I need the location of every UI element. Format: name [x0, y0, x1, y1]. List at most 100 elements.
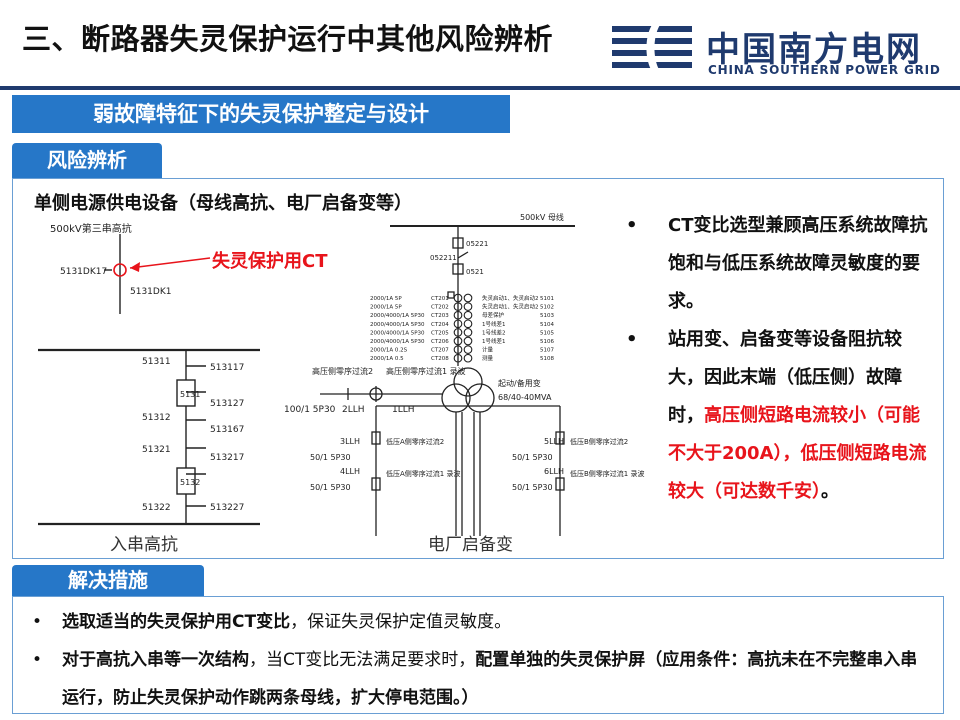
label-hv-zero-seq-1: 高压侧零序过流1 录波: [386, 366, 466, 376]
ct-row-use: 1号线差1: [482, 320, 506, 328]
bus-label: 500kV 母线: [520, 212, 564, 222]
label-51321: 51321: [142, 445, 171, 455]
ct-row-code: 5105: [540, 330, 554, 336]
label-5llh-ratio: 50/1 5P30: [512, 453, 553, 462]
label-lv-b-zero-seq-1: 低压B侧零序过流1 录波: [570, 469, 644, 478]
ct-core: [453, 302, 463, 311]
label-3llh-ratio: 50/1 5P30: [310, 453, 351, 462]
ct-core: [463, 336, 473, 346]
label-lv-a-zero-seq-2: 低压A侧零序过流2: [386, 437, 444, 446]
ct-row-use: 失灵启动1、失灵启动2: [482, 303, 539, 311]
ct-core: [463, 293, 473, 303]
label-5131DK17: 5131DK17: [60, 267, 107, 277]
ct-row-name: CT201: [431, 296, 449, 302]
ct-core: [453, 319, 463, 329]
ct-core: [453, 293, 463, 303]
ct-row-use: 1号线差2: [482, 328, 506, 336]
ct-core: [463, 302, 473, 311]
ct-row-use: 1号线差1: [482, 337, 506, 345]
ct-core: [463, 345, 473, 354]
label-052211: 052211: [430, 254, 457, 262]
bullet-dot: •: [626, 215, 638, 236]
section-banner: 弱故障特征下的失灵保护整定与设计: [12, 95, 510, 133]
solution-bold: 选取适当的失灵保护用CT变比: [62, 612, 291, 632]
label-1llh: 1LLH: [392, 405, 415, 415]
risk-bullet-text: CT变比选型兼顾高压系统故障抗饱和与低压系统故障灵敏度的要求。: [668, 215, 928, 312]
logo-chinese-name: 中国南方电网: [706, 30, 922, 70]
ct-row-use: 测量: [482, 354, 494, 362]
ct-callout-label: 失灵保护用CT: [212, 251, 328, 272]
bullet-dot: •: [32, 612, 43, 632]
label-100-1-5p30: 100/1 5P30: [284, 405, 336, 415]
ct-row-name: CT205: [431, 330, 449, 336]
label-5131DK1: 5131DK1: [130, 287, 171, 297]
tab-solution: 解决措施: [12, 565, 204, 596]
label-513227: 513227: [210, 503, 244, 513]
ct-core: [463, 353, 473, 363]
caption-startup-transformer: 电厂启备变: [428, 535, 513, 555]
ct-row-code: 5107: [540, 348, 554, 354]
ct-row-code: 5106: [540, 339, 554, 345]
ct-row-code: 5108: [540, 356, 554, 362]
ct-row-name: CT202: [431, 305, 449, 311]
solution-bold: 对于高抗入串等一次结构: [62, 650, 249, 670]
label-lv-b-zero-seq-2: 低压B侧零序过流2: [570, 437, 628, 446]
label-3llh: 3LLH: [340, 437, 360, 446]
company-logo: [612, 18, 692, 78]
ct-core: [453, 353, 463, 363]
tab-risk-analysis: 风险辨析: [12, 143, 162, 178]
label-05221: 05221: [466, 240, 488, 248]
label-51311: 51311: [142, 357, 171, 367]
ct-row-ratio: 2000/1A 0.5: [370, 356, 404, 362]
risk-panel: [12, 178, 944, 559]
ct-row-code: 5104: [540, 322, 554, 328]
bullet-dot: •: [32, 650, 43, 670]
bullet-dot: •: [626, 329, 638, 350]
ct-core: [453, 328, 463, 337]
label-hv-zero-seq-2: 高压侧零序过流2: [312, 366, 373, 376]
ct-core: [463, 319, 473, 329]
solution-text: 对于高抗入串等一次结构，当CT变比无法满足要求时，配置单独的失灵保护屏（应用条件…: [62, 641, 932, 717]
label-6llh: 6LLH: [544, 467, 564, 476]
label-513217: 513217: [210, 453, 244, 463]
risk-bullet-text: 站用变、启备变等设备阻抗较大，因此末端（低压侧）故障时，高压侧短路电流较小（可能…: [668, 321, 936, 511]
single-line-diagram: 500kV第三串高抗 5131DK17 5131DK1 51311 513117…: [38, 212, 644, 536]
ct-row-name: CT204: [431, 322, 449, 328]
label-513127: 513127: [210, 399, 244, 409]
page-title: 三、断路器失灵保护运行中其他风险辨析: [22, 22, 554, 56]
logo-english-name: CHINA SOUTHERN POWER GRID: [708, 63, 941, 77]
label-68-40-40mva: 68/40-40MVA: [498, 393, 552, 402]
solution-panel: [12, 596, 944, 714]
ct-stack: [453, 293, 473, 363]
label-4llh-ratio: 50/1 5P30: [310, 483, 351, 492]
ct-row-ratio: 2000/4000/1A 5P30: [370, 313, 425, 319]
ct-core: [463, 328, 473, 337]
label-513167: 513167: [210, 425, 244, 435]
left-title: 500kV第三串高抗: [50, 222, 132, 235]
solution-item-2: • 对于高抗入串等一次结构，当CT变比无法满足要求时，配置单独的失灵保护屏（应用…: [32, 641, 932, 717]
label-51312: 51312: [142, 413, 171, 423]
risk-bullet-normal: 站用变、启备变等设备阻抗较大，因此末端（低压侧）故障时，: [668, 329, 902, 426]
ct-row-code: 5101: [540, 296, 554, 302]
label-513117: 513117: [210, 363, 244, 373]
header-divider: [0, 86, 960, 90]
label-startup-transformer: 起动/备用变: [498, 378, 541, 388]
label-4llh: 4LLH: [340, 467, 360, 476]
ct-row-ratio: 2000/1A 0.2S: [370, 348, 408, 354]
risk-bullet-2: • 站用变、启备变等设备阻抗较大，因此末端（低压侧）故障时，高压侧短路电流较小（…: [614, 321, 936, 511]
label-5132: 5132: [180, 478, 200, 487]
solution-text: 选取适当的失灵保护用CT变比，保证失灵保护定值灵敏度。: [62, 603, 511, 641]
ct-row-ratio: 2000/1A 5P: [370, 305, 402, 311]
ct-row-use: 计量: [482, 346, 494, 354]
ct-row-ratio: 2000/1A 5P: [370, 296, 402, 302]
ct-core: [453, 336, 463, 346]
ct-row-code: 5102: [540, 305, 554, 311]
label-5llh: 5LLH: [544, 437, 564, 446]
ct-row-name: CT207: [431, 348, 449, 354]
risk-heading: 单侧电源供电设备（母线高抗、电厂启备变等）: [34, 193, 412, 214]
ct-core: [463, 310, 473, 320]
ct-row-name: CT203: [431, 313, 449, 319]
risk-bullet-tail: 。: [821, 481, 839, 502]
solution-item-1: • 选取适当的失灵保护用CT变比，保证失灵保护定值灵敏度。: [32, 603, 932, 641]
